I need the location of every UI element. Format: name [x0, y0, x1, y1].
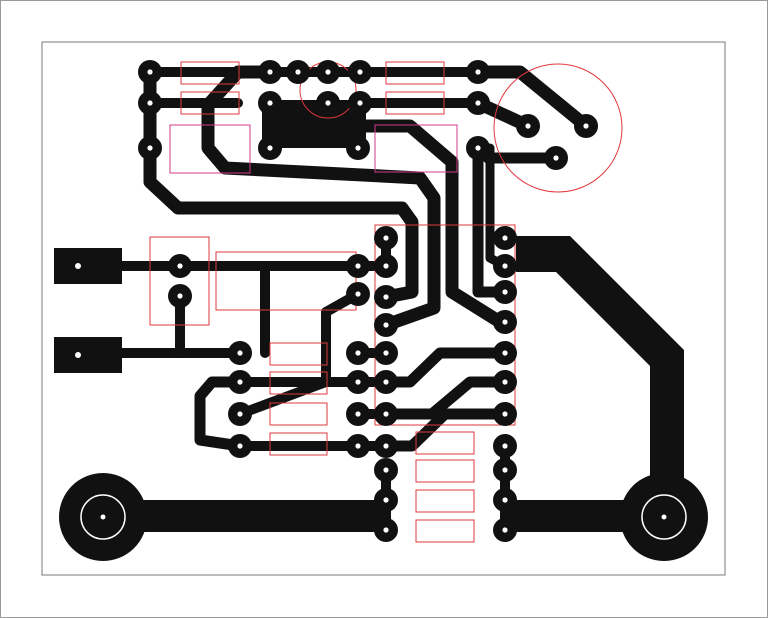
through-hole-pads — [138, 60, 598, 542]
power-trace-bottom-left — [120, 500, 386, 532]
trace-loop-bottom — [194, 376, 246, 452]
pad-drill — [383, 411, 389, 417]
pad-drill — [525, 123, 531, 129]
pad-drill — [502, 235, 508, 241]
pad-drill — [325, 69, 331, 75]
pad-drill — [267, 69, 273, 75]
pad-drill — [502, 289, 508, 295]
transistor-outline — [493, 63, 623, 193]
diode-bridge-outline — [149, 236, 210, 326]
pad-drill — [355, 411, 361, 417]
board-outline — [41, 41, 726, 576]
connector-drill-bottom — [75, 352, 81, 358]
pad-drill — [237, 350, 243, 356]
pad-drill — [502, 350, 508, 356]
resistor-r3 — [385, 61, 445, 85]
mounting-pads — [59, 473, 708, 561]
pad-drill — [267, 100, 273, 106]
pad-drill — [355, 145, 361, 151]
trace-to-ic-3 — [380, 408, 511, 452]
pad-drill — [383, 322, 389, 328]
pad-drill — [237, 443, 243, 449]
mount-drill-left — [100, 514, 106, 520]
pad-drill — [502, 527, 508, 533]
trace-tl-vertical — [143, 65, 419, 304]
pad-drill — [383, 263, 389, 269]
power-traces — [120, 236, 684, 532]
connector-pads — [54, 248, 122, 373]
capacitor-c2 — [374, 124, 458, 173]
pad-drill — [383, 443, 389, 449]
pad-drill — [502, 263, 508, 269]
pad-drill — [177, 263, 183, 269]
mount-ring-right — [641, 494, 687, 540]
pad-drill — [502, 497, 508, 503]
resistor-r1 — [180, 61, 240, 85]
pad-drill — [383, 527, 389, 533]
resistor-r6 — [269, 371, 328, 395]
pad-drill — [383, 294, 389, 300]
mount-ring-left — [80, 494, 126, 540]
trace-to-ic-2 — [380, 376, 511, 420]
resistor-r10 — [415, 459, 475, 483]
pad-drill — [357, 100, 363, 106]
pad-drill — [502, 411, 508, 417]
pad-drill — [355, 379, 361, 385]
pad-drill — [383, 379, 389, 385]
trace-right-vert — [472, 144, 506, 298]
trace-right-diag-1 — [471, 65, 593, 133]
pad-drill — [383, 235, 389, 241]
mount-drill-right — [661, 514, 667, 520]
resistor-r8 — [269, 432, 328, 456]
resistor-r11 — [415, 489, 475, 513]
pad-drill — [237, 379, 243, 385]
pad-drill — [553, 155, 559, 161]
pad-drill — [147, 69, 153, 75]
pad-drill — [355, 291, 361, 297]
pad-drill — [147, 145, 153, 151]
resistor-r12 — [415, 519, 475, 543]
resistor-r2 — [180, 91, 240, 115]
trace-loop-left — [201, 65, 441, 332]
pad-drill — [475, 100, 481, 106]
connector-pad-bottom — [54, 337, 122, 373]
pad-drill — [475, 145, 481, 151]
connector-drill-top — [75, 263, 81, 269]
resistor-r7 — [269, 402, 328, 426]
pad-drill — [383, 467, 389, 473]
pad-drill — [177, 293, 183, 299]
resistor-r9 — [415, 431, 475, 455]
resistor-r5 — [269, 342, 328, 366]
connector-pad-top — [54, 248, 122, 284]
pad-drill — [147, 100, 153, 106]
pad-drill — [383, 350, 389, 356]
pad-drill — [355, 263, 361, 269]
pad-drill — [502, 319, 508, 325]
pad-drill — [583, 123, 589, 129]
resistor-long — [215, 251, 357, 311]
pad-drill — [502, 379, 508, 385]
pad-drill — [355, 443, 361, 449]
pad-drill — [355, 350, 361, 356]
pad-drill — [383, 497, 389, 503]
capacitor-c1 — [169, 124, 251, 174]
pad-drill — [237, 411, 243, 417]
pad-drill — [295, 69, 301, 75]
trace-diag-mid — [235, 289, 363, 419]
power-trace-right — [516, 236, 684, 498]
pad-drill — [502, 467, 508, 473]
pad-drill — [502, 443, 508, 449]
pad-drill — [325, 100, 331, 106]
resistor-r4 — [385, 91, 445, 115]
pad-drill — [475, 69, 481, 75]
pad-drill — [357, 69, 363, 75]
pad-drill — [267, 145, 273, 151]
